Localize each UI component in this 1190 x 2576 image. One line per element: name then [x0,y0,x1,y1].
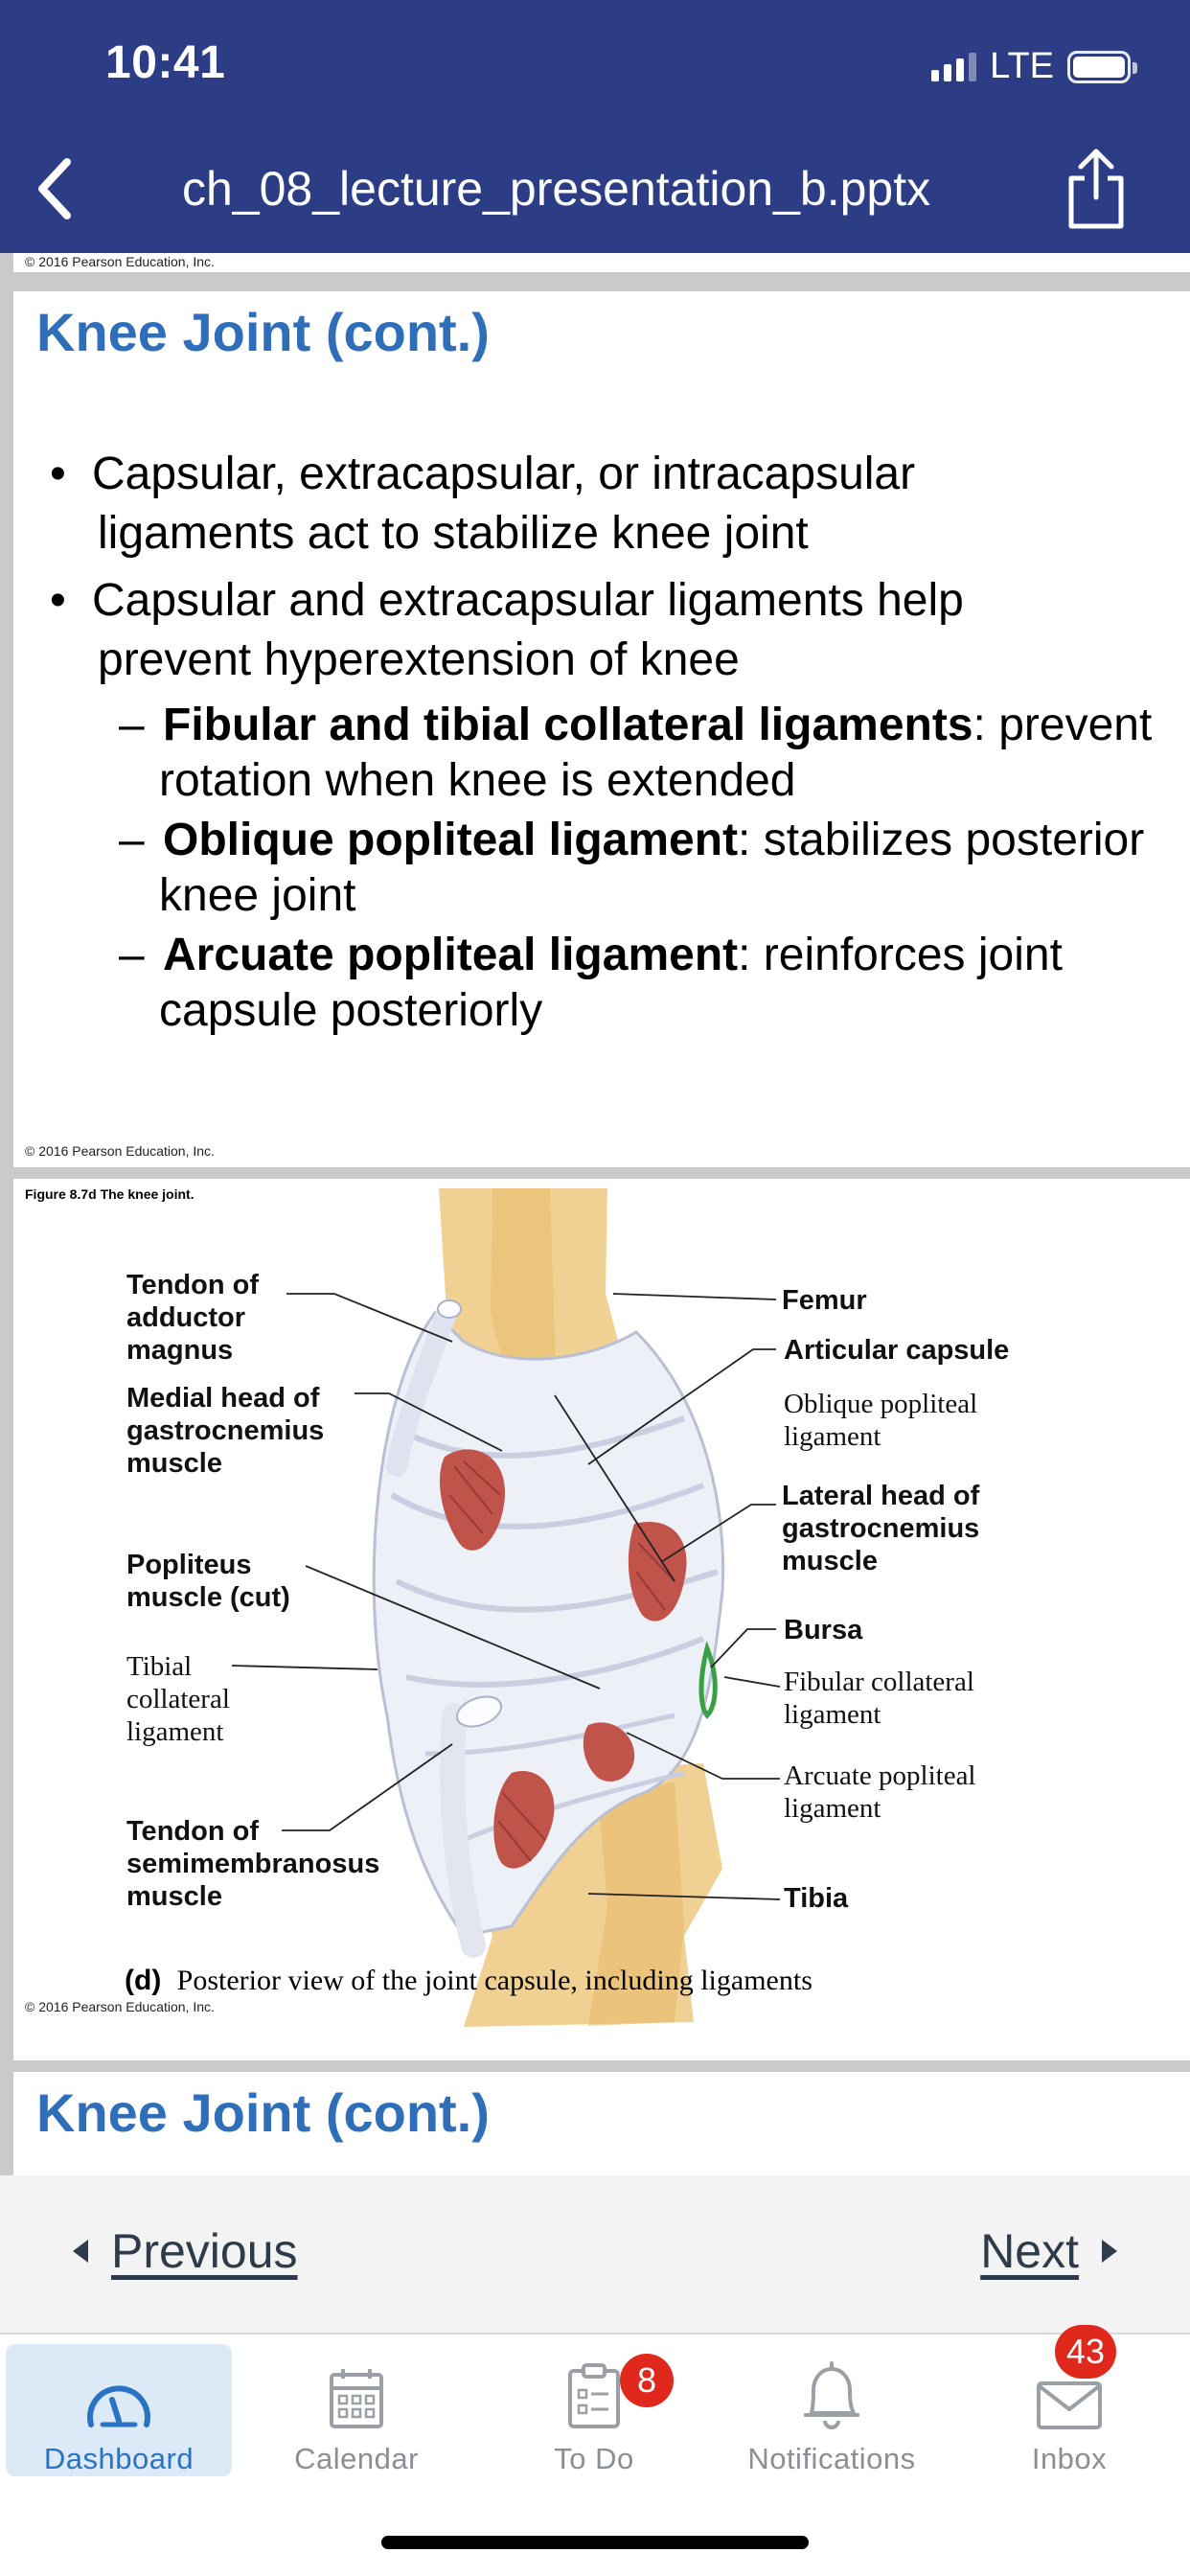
label-arcuate-popliteal-ligament: Arcuate popliteal ligament [784,1760,983,1824]
slide-title: Knee Joint (cont.) [36,302,490,362]
bullet-item: • Capsular, extracapsular, or intracapsu… [40,445,1171,564]
next-button[interactable]: Next [980,2223,1119,2279]
label-femur: Femur [782,1285,867,1316]
label-tendon-adductor-magnus: Tendon of adductor magnus [126,1270,266,1366]
sub-bullet-line: Oblique popliteal ligament: stabilizes p… [163,813,1171,868]
home-indicator [381,2536,809,2549]
next-slide-title: Knee Joint (cont.) [36,2082,490,2143]
slide-knee-joint-figure: Tendon of adductor magnus Medial head of… [13,1179,1190,2060]
sub-bullet-line: knee joint [159,870,356,921]
copyright-text: © 2016 Pearson Education, Inc. [25,1999,215,2014]
slide-knee-joint-text: Knee Joint (cont.) • Capsular, extracaps… [13,291,1190,1167]
copyright-text: © 2016 Pearson Education, Inc. [25,254,215,269]
knee-joint-diagram: Tendon of adductor magnus Medial head of… [125,1188,1009,2027]
label-oblique-popliteal-ligament: Oblique popliteal ligament [784,1389,984,1452]
femur-shading [491,1188,556,1399]
sub-bullet-term: Oblique popliteal ligament [163,815,739,865]
sub-bullet-line: capsule posteriorly [159,985,543,1036]
sub-bullet-item: – Fibular and tibial collateral ligament… [40,698,1171,809]
label-medial-head-gastrocnemius: Medial head of gastrocnemius muscle [126,1383,332,1479]
document-viewer[interactable]: © 2016 Pearson Education, Inc. Knee Join… [0,253,1190,2175]
document-title: ch_08_lecture_presentation_b.pptx [182,162,931,216]
previous-label: Previous [111,2224,298,2278]
slide-pager: Previous Next [0,2175,1190,2334]
calendar-icon [330,2369,383,2428]
tab-label: Dashboard [43,2442,195,2475]
adductor-tendon [386,1302,457,1477]
medial-head-muscle [440,1449,506,1551]
sub-bullet-text: : stabilizes posterior [738,815,1145,865]
bullet-list: • Capsular, extracapsular, or intracapsu… [40,445,1171,1043]
todo-clipboard-icon [568,2363,620,2428]
tab-dashboard[interactable]: Dashboard [6,2344,232,2476]
label-fibular-collateral-ligament: Fibular collateral ligament [784,1667,981,1730]
label-tibial-collateral-ligament: Tibial collateral ligament [126,1651,237,1747]
tab-label: Inbox [1031,2442,1108,2475]
todo-count-badge: 8 [620,2354,674,2407]
bell-icon [804,2361,859,2429]
label-articular-capsule: Articular capsule [784,1335,1009,1366]
label-lateral-head-gastrocnemius: Lateral head of gastrocnemius muscle [782,1481,987,1576]
chevron-left-icon [38,158,71,219]
battery-icon [1067,50,1137,83]
status-indicators: LTE [931,46,1137,87]
tab-label: To Do [554,2442,634,2475]
dashboard-gauge-icon [87,2385,150,2427]
share-button[interactable] [1058,146,1134,232]
sub-bullet-text: : prevent [973,700,1153,750]
sub-bullet-line: rotation when knee is extended [159,755,796,806]
network-type: LTE [990,46,1054,86]
figure-caption: Figure 8.7d The knee joint. [25,1186,195,1202]
tab-notifications[interactable]: Notifications [719,2344,945,2476]
bullet-line: prevent hyperextension of knee [98,634,740,685]
bursa [698,1641,718,1719]
sub-bullet-text: : reinforces joint [738,930,1063,980]
semimembranosus-cut [493,1771,555,1869]
tab-todo[interactable]: 8 To Do [481,2344,707,2476]
triangle-left-icon [73,2240,88,2263]
figure-view-caption: (d) Posterior view of the joint capsule,… [125,1965,812,1996]
bullet-line: ligaments act to stabilize knee joint [98,508,809,559]
tab-label: Calendar [294,2442,419,2475]
slide-next-fragment: Knee Joint (cont.) [13,2072,1190,2175]
sub-bullet-line: Fibular and tibial collateral ligaments:… [163,698,1171,753]
sub-bullet-line: Arcuate popliteal ligament: reinforces j… [163,928,1171,983]
previous-button[interactable]: Previous [71,2223,298,2279]
copyright-text: © 2016 Pearson Education, Inc. [25,1143,215,1159]
label-tendon-semimembranosus: Tendon of semimembranosus muscle [126,1816,387,1912]
sub-bullet-term: Arcuate popliteal ligament [163,930,739,980]
status-time: 10:41 [105,37,226,88]
triangle-right-icon [1102,2240,1117,2263]
label-popliteus-muscle: Popliteus muscle (cut) [126,1550,290,1613]
tab-label: Notifications [747,2442,916,2475]
slide-previous-fragment: © 2016 Pearson Education, Inc. [13,253,1190,272]
label-bursa: Bursa [784,1615,863,1645]
label-tibia: Tibia [784,1883,849,1914]
popliteus-muscle-cut [583,1722,635,1782]
top-navigation-bar: 10:41 LTE ch_08_lecture_presentation_b.p… [0,0,1190,253]
bullet-item: • Capsular and extracapsular ligaments h… [40,571,1171,690]
back-button[interactable] [25,153,82,224]
sub-bullet-item: – Arcuate popliteal ligament: reinforces… [40,928,1171,1039]
sub-bullet-item: – Oblique popliteal ligament: stabilizes… [40,813,1171,924]
cellular-signal-icon [931,52,977,81]
sub-bullet-term: Fibular and tibial collateral ligaments [163,700,973,750]
envelope-icon [1037,2381,1102,2429]
share-icon [1068,149,1124,229]
next-label: Next [980,2224,1079,2278]
tab-inbox[interactable]: 43 Inbox [956,2325,1182,2476]
bullet-line: Capsular and extracapsular ligaments hel… [92,575,964,626]
bullet-line: Capsular, extracapsular, or intracapsula… [92,448,916,499]
tibia-shading [588,1782,684,2026]
tab-calendar[interactable]: Calendar [243,2344,469,2476]
inbox-count-badge: 43 [1055,2325,1117,2379]
